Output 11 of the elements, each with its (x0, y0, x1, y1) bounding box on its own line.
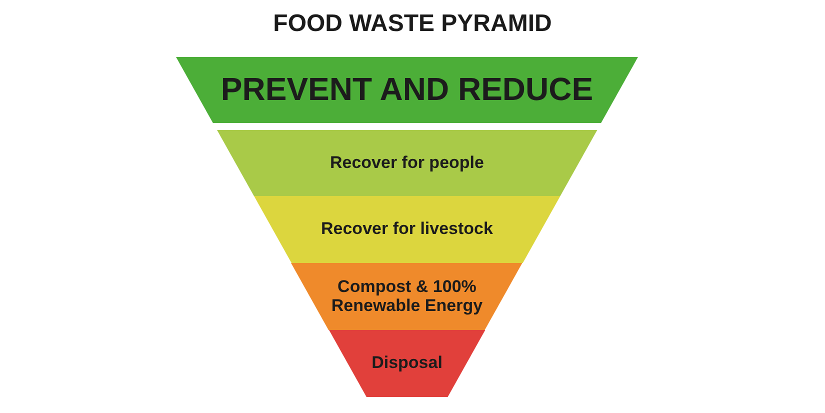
pyramid-band (216, 130, 598, 196)
diagram-title: FOOD WASTE PYRAMID (273, 10, 552, 38)
pyramid-band (328, 330, 486, 397)
band-label: Recover for people (330, 154, 484, 172)
pyramid-band (176, 57, 638, 123)
band-label: PREVENT AND REDUCE (220, 72, 594, 108)
band-label: Compost & 100% Renewable Energy (330, 278, 484, 316)
band-label: Recover for livestock (321, 220, 493, 239)
pyramid-band (291, 263, 523, 330)
pyramid-band (254, 196, 560, 263)
band-label: Disposal (372, 354, 442, 373)
